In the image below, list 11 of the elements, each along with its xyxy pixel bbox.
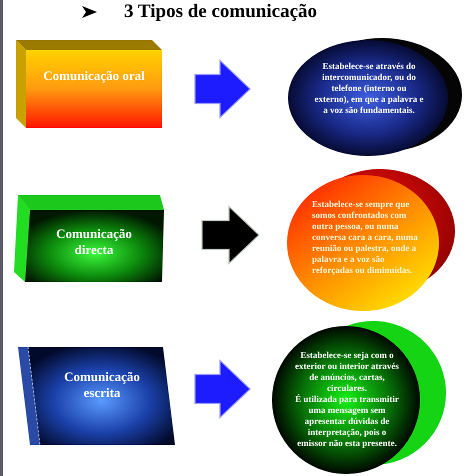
description-text: É utilizada para transmitir uma mensagem sem apresentar dúvidas de interpretação, pois o emissor não esta presente. bbox=[294, 394, 400, 449]
block-arrow bbox=[201, 205, 260, 265]
box-label: Comunicação directa bbox=[55, 226, 133, 258]
description-text: Estabelece-se sempre que somos confrontados com outra pessoa, ou numa conversa cara a cara, numa reunião ou palestra, onde a palavra e a voz são reforçadas ou diminuídas. bbox=[312, 199, 419, 276]
description-text: Estabelece-se seja com o exterior ou interior através de anúncios, cartas, circulares. bbox=[294, 350, 400, 394]
box-label: Comunicação escrita bbox=[63, 369, 141, 401]
description-text: Estabelece-se através do intercomunicador, ou do telefone (interno ou externo), em que a palavra e a voz são fundamentais. bbox=[314, 61, 424, 116]
block-arrow bbox=[194, 359, 251, 419]
block-arrow bbox=[194, 59, 251, 119]
box-label: Comunicação oral bbox=[42, 68, 146, 84]
title-heading: 3 Tipos de comunicação bbox=[124, 1, 318, 23]
